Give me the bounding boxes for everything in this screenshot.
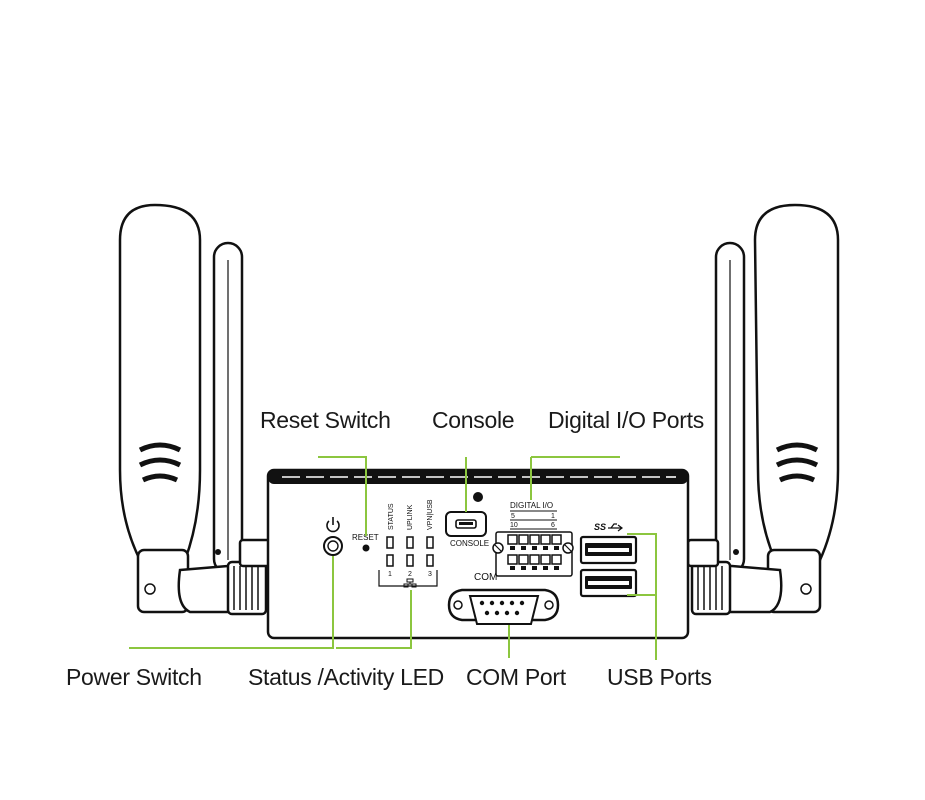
left-antenna-wide [118, 203, 202, 614]
left-antenna-elbow [177, 538, 272, 616]
leader-reset-switch [318, 456, 367, 536]
led-port-3 [426, 554, 434, 567]
console-port[interactable] [445, 492, 487, 537]
callout-com-port: COM Port [466, 664, 567, 690]
callout-power-switch: Power Switch [66, 664, 202, 690]
callout-console: Console [432, 407, 514, 433]
callout-digital-io-ports: Digital I/O Ports [548, 407, 704, 433]
leader-power-switch [129, 556, 334, 649]
dio-top-row [507, 534, 562, 550]
led-status [386, 536, 394, 549]
callout-usb-ports: USB Ports [607, 664, 712, 690]
left-antenna-thin [212, 241, 244, 575]
led-1-label: 1 [388, 571, 392, 578]
led-2-label: 2 [408, 571, 412, 578]
power-switch[interactable] [323, 517, 343, 556]
com-port[interactable] [447, 588, 560, 625]
status-label: STATUS [388, 503, 395, 530]
leader-lines [129, 456, 657, 660]
led-port-2 [406, 554, 414, 567]
dio-pin-10-label: 10 [510, 522, 518, 529]
power-icon [326, 517, 340, 533]
callout-reset-switch: Reset Switch [260, 407, 391, 433]
leader-usb-top [627, 533, 657, 660]
led-3-label: 3 [428, 571, 432, 578]
com-label: COM [474, 572, 497, 583]
console-label: CONSOLE [450, 539, 489, 548]
status-led-panel: STATUS UPLINK VPN|USB 1 2 3 [378, 499, 438, 588]
dio-pin-1-label: 1 [551, 513, 555, 520]
led-vpn-usb [426, 536, 434, 549]
uplink-label: UPLINK [407, 504, 414, 530]
usb-port-1[interactable] [579, 535, 638, 565]
vpn-usb-label: VPN|USB [427, 499, 434, 530]
dio-bottom-row [507, 554, 562, 570]
reset-switch[interactable] [362, 544, 370, 552]
reset-label: RESET [352, 533, 379, 542]
dio-pin-5-label: 5 [511, 513, 515, 520]
digital-io-connector[interactable]: DIGITAL I/O 5 1 10 6 [492, 501, 574, 577]
usb-superspeed-icon: SS [594, 522, 623, 532]
right-antenna-wide [753, 203, 840, 614]
right-antenna-elbow [686, 538, 783, 616]
right-antenna-thin [714, 241, 746, 575]
callout-status-activity-led: Status /Activity LED [248, 664, 444, 690]
dio-pin-6-label: 6 [551, 522, 555, 529]
leader-status-led [336, 590, 412, 649]
digital-io-label: DIGITAL I/O [510, 501, 553, 510]
network-icon [403, 578, 417, 588]
led-port-1 [386, 554, 394, 567]
led-uplink [406, 536, 414, 549]
svg-text:SS: SS [594, 522, 606, 532]
usb-port-2[interactable] [579, 568, 638, 598]
